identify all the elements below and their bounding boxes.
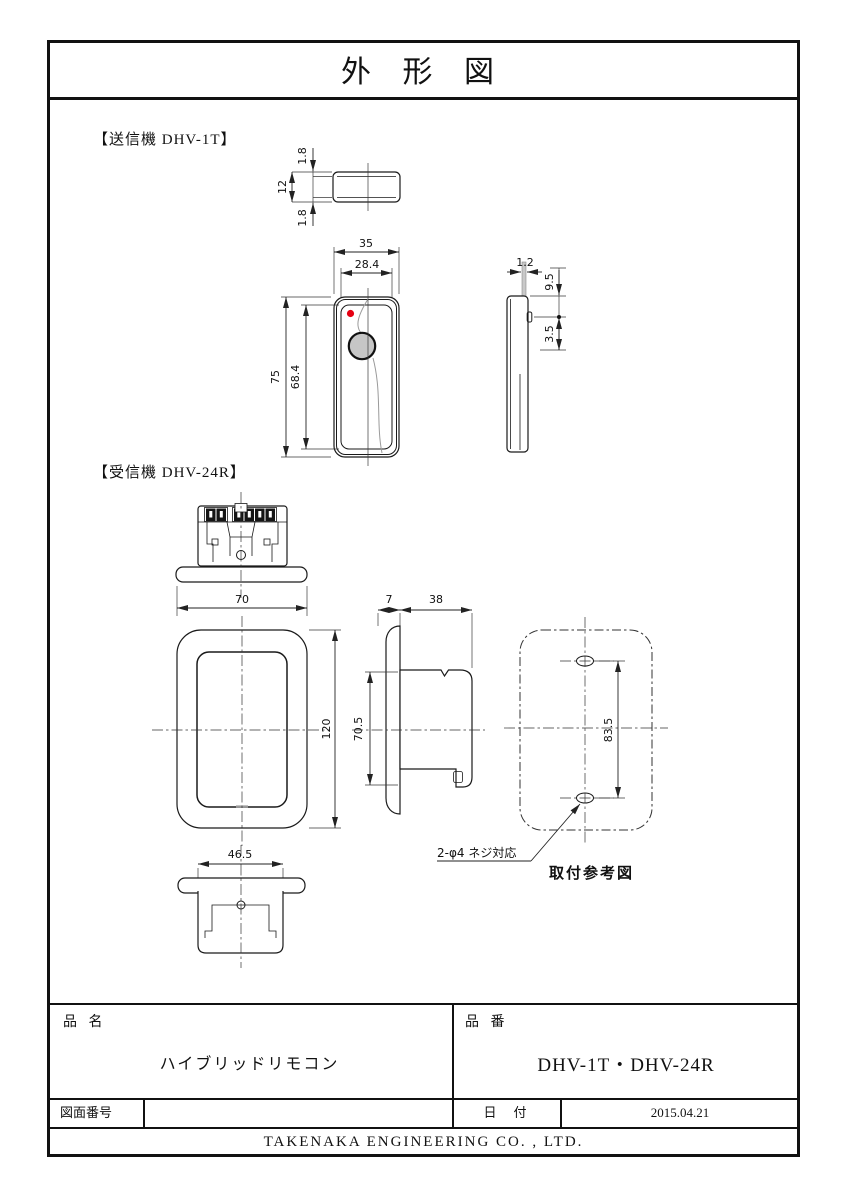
receiver-bottom-view: 46.5 <box>177 845 306 968</box>
dim-bottom-width: 46.5 <box>228 848 253 861</box>
dim-body-height: 70.5 <box>352 717 365 742</box>
dim-flange-depth: 7 <box>386 593 393 606</box>
table-line <box>47 1003 800 1005</box>
date-label: 日 付 <box>483 1105 529 1120</box>
mount-caption: 取付参考図 <box>549 864 634 882</box>
table-line <box>143 1098 145 1129</box>
flange-profile <box>385 625 401 815</box>
product-name: ハイブリッドリモコン <box>159 1056 340 1073</box>
dim-width: 35 <box>359 237 373 250</box>
dim-front-height: 120 <box>320 719 333 740</box>
sheet-border <box>47 40 800 1157</box>
dim-inner-height: 68.4 <box>289 365 302 390</box>
screw-note: 2-φ4 ネジ対応 <box>437 846 516 860</box>
company-name: TAKENAKA ENGINEERING CO. , LTD. <box>263 1134 584 1150</box>
dim-inner-width: 28.4 <box>355 258 380 271</box>
table-line <box>452 1003 454 1129</box>
dim-lip-bottom: 1.8 <box>296 209 309 227</box>
number-label: 品 番 <box>465 1015 509 1030</box>
table-line <box>47 1098 800 1100</box>
receiver-front-view: 120 <box>152 616 341 846</box>
drawing-number-label: 図面番号 <box>60 1105 113 1120</box>
body-profile <box>399 669 473 788</box>
part-number: DHV-1T・DHV-24R <box>537 1055 715 1076</box>
transmitter-section-label: 【送信機 DHV-1T】 <box>93 132 237 148</box>
dim-body-depth: 38 <box>429 593 443 606</box>
transmitter-front-view: 35 28.4 75 68.4 <box>269 237 400 466</box>
receiver-top-view: 70 <box>175 492 308 616</box>
dim-flange-width: 70 <box>235 593 249 606</box>
drawing-number-value <box>145 1098 450 1127</box>
table-line <box>560 1098 562 1129</box>
mounting-flange <box>175 566 308 583</box>
receiver-side-view: 7 38 70.5 <box>352 593 485 815</box>
receiver-section-label: 【受信機 DHV-24R】 <box>93 465 246 481</box>
transmitter-top-view: 1.8 12 1.8 <box>276 147 401 227</box>
sheet-title-bar: 外 形 図 <box>47 40 800 100</box>
dim-lip-top: 1.8 <box>296 147 309 165</box>
dim-upper: 9.5 <box>543 273 556 291</box>
date-value: 2015.04.21 <box>650 1105 710 1120</box>
clip-detail <box>526 311 533 323</box>
sheet-title: 外 形 図 <box>341 55 506 89</box>
dim-lower: 3.5 <box>543 325 556 343</box>
table-line <box>47 1127 800 1129</box>
dim-height: 75 <box>269 370 282 384</box>
dim-strap: 1.2 <box>516 256 534 269</box>
led-indicator <box>346 309 355 318</box>
push-button <box>347 331 377 361</box>
dim-thickness: 12 <box>276 180 289 194</box>
dim-hole-pitch: 83.5 <box>602 718 615 743</box>
transmitter-side-view: 1.2 9.5 3.5 <box>506 256 566 453</box>
mounting-reference-view: 83.5 2-φ4 ネジ対応 取付参考図 <box>437 617 668 882</box>
screw-hole-bottom <box>576 792 594 804</box>
screw-hole-top <box>576 655 594 667</box>
name-label: 品 名 <box>63 1015 107 1030</box>
